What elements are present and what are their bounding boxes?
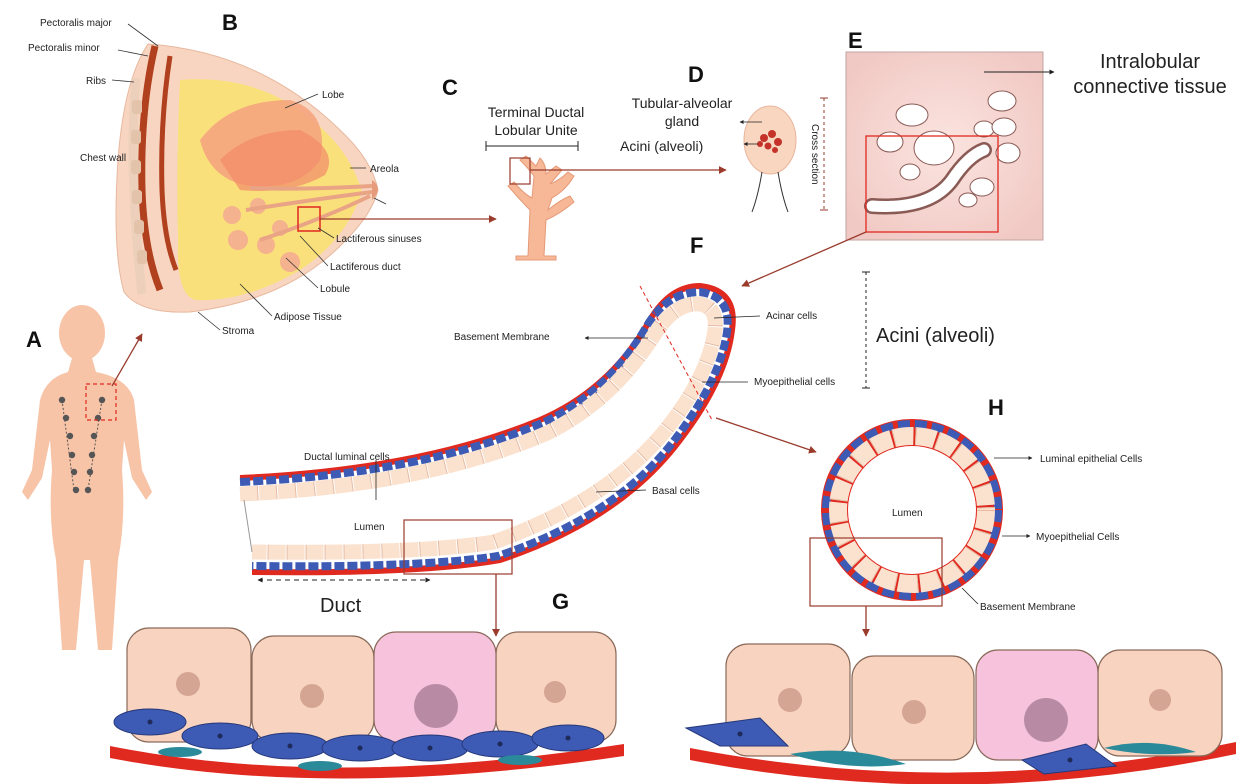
label-lactiferous-sinuses: Lactiferous sinuses <box>336 234 422 245</box>
label-luminal-epithelial-cells: Luminal epithelial Cells <box>1040 454 1142 465</box>
label-ductal-luminal-cells: Ductal luminal cells <box>304 452 390 463</box>
label-tubular-line1: Tubular-alveolar <box>632 95 733 111</box>
label-myoepithelial-cells-acinus: Myoepithelial Cells <box>1036 532 1119 543</box>
label-tdlu-line2: Lobular Unite <box>494 122 577 138</box>
label-tubular-line2: gland <box>665 113 699 129</box>
label-intralobular-line1: Intralobular <box>1100 51 1200 73</box>
label-tdlu-line1: Terminal Ductal <box>488 104 584 120</box>
label-chest-wall: Chest wall <box>80 153 126 164</box>
label-lobe: Lobe <box>322 90 345 101</box>
label-pectoralis-minor: Pectoralis minor <box>28 43 100 54</box>
panel-label-a: A <box>26 327 42 352</box>
label-lobule: Lobule <box>320 284 350 295</box>
label-ribs: Ribs <box>86 76 106 87</box>
panel-label-c: C <box>442 75 458 100</box>
breast-section <box>112 24 496 330</box>
label-duct: Duct <box>320 595 362 617</box>
label-lumen-duct: Lumen <box>354 522 385 533</box>
panel-label-d: D <box>688 62 704 87</box>
panel-label-f: F <box>690 233 703 258</box>
label-basal-cells: Basal cells <box>652 486 700 497</box>
panel-label-b: B <box>222 10 238 35</box>
label-lumen-acinus: Lumen <box>892 508 923 519</box>
label-adipose-tissue: Adipose Tissue <box>274 312 342 323</box>
label-stroma: Stroma <box>222 326 255 337</box>
panel-label-g: G <box>552 589 569 614</box>
label-acini-gland: Acini (alveoli) <box>620 138 703 154</box>
panel-label-h: H <box>988 395 1004 420</box>
label-areola: Areola <box>370 164 399 175</box>
label-myoepithelial-cells-duct: Myoepithelial cells <box>754 377 835 388</box>
body-figure <box>22 305 152 650</box>
label-acinar-cells: Acinar cells <box>766 311 817 322</box>
label-acini-side: Acini (alveoli) <box>876 325 995 347</box>
label-cross-section: Cross section <box>809 124 820 185</box>
label-basement-membrane-acinus: Basement Membrane <box>980 602 1076 613</box>
tissue-section <box>742 52 1054 286</box>
label-basement-membrane-duct: Basement Membrane <box>454 332 550 343</box>
label-pectoralis-major: Pectoralis major <box>40 18 112 29</box>
acinus-cell-magnification <box>686 644 1236 784</box>
label-intralobular-line2: connective tissue <box>1073 76 1226 98</box>
panel-label-e: E <box>848 28 863 53</box>
label-lactiferous-duct: Lactiferous duct <box>330 262 401 273</box>
duct-cell-magnification <box>110 628 624 779</box>
